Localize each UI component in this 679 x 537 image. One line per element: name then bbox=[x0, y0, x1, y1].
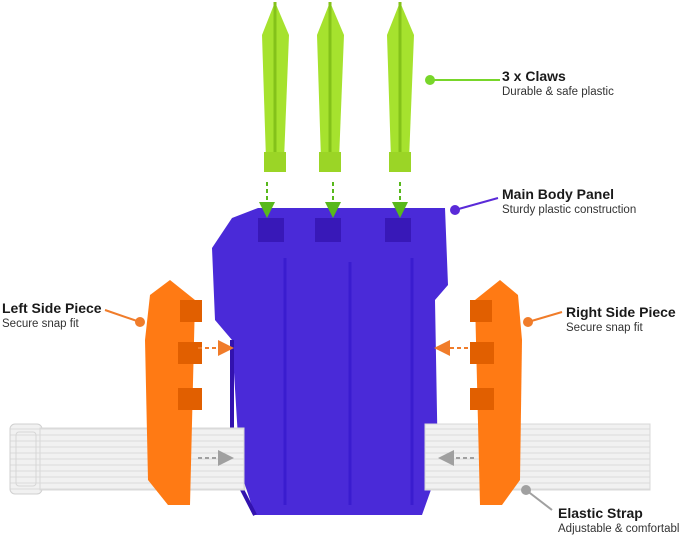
label-body: Main Body Panel Sturdy plastic construct… bbox=[502, 186, 636, 218]
label-right-subtitle: Secure snap fit bbox=[566, 322, 643, 334]
strap-through-right bbox=[424, 423, 486, 491]
claw-1 bbox=[262, 2, 289, 172]
claw-3 bbox=[387, 2, 414, 172]
label-claws-title: 3 x Claws bbox=[502, 68, 566, 84]
label-claws: 3 x Claws Durable & safe plastic bbox=[502, 68, 614, 100]
callout-body bbox=[450, 197, 499, 215]
label-body-title: Main Body Panel bbox=[502, 186, 615, 202]
label-strap-title: Elastic Strap bbox=[558, 505, 643, 521]
claw-2 bbox=[317, 2, 344, 172]
main-body-panel bbox=[212, 208, 448, 516]
label-body-subtitle: Sturdy plastic construction bbox=[502, 204, 637, 216]
callout-right bbox=[523, 311, 563, 327]
label-strap-subtitle: Adjustable & comfortable bbox=[558, 523, 679, 535]
right-side-piece bbox=[470, 280, 522, 505]
label-left: Left Side Piece Secure snap fit bbox=[2, 300, 102, 332]
label-strap: Elastic Strap Adjustable & comfortable bbox=[558, 505, 679, 537]
label-left-title: Left Side Piece bbox=[2, 300, 102, 316]
label-claws-subtitle: Durable & safe plastic bbox=[502, 86, 614, 98]
callout-left bbox=[104, 309, 145, 327]
callout-strap bbox=[521, 485, 553, 511]
label-left-subtitle: Secure snap fit bbox=[2, 318, 79, 330]
left-side-piece bbox=[145, 280, 202, 505]
label-right: Right Side Piece Secure snap fit bbox=[566, 304, 676, 336]
callout-claws bbox=[425, 75, 500, 85]
label-right-title: Right Side Piece bbox=[566, 304, 676, 320]
